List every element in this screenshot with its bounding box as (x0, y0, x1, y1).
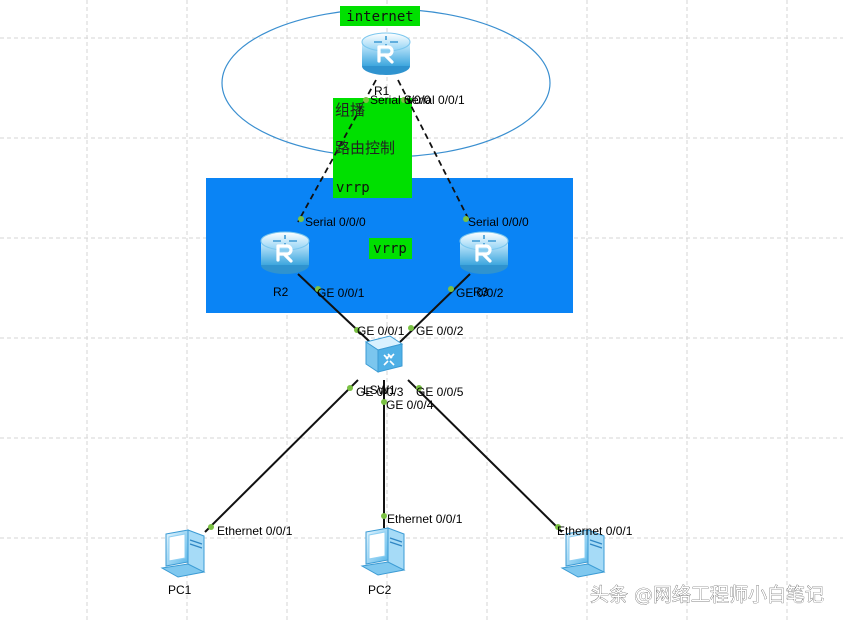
pc1-icon[interactable] (161, 529, 205, 578)
switch-lsw1-icon[interactable] (365, 335, 403, 373)
port-dot (354, 327, 360, 333)
sw-ge003-label: GE 0/0/3 (356, 385, 404, 399)
r3-serial-000-label: Serial 0/0/0 (468, 215, 529, 229)
port-dot (298, 216, 304, 222)
pc1-eth-label: Ethernet 0/0/1 (217, 524, 293, 538)
port-dot (381, 399, 387, 405)
switch-lsw1-name: LSW1 (363, 383, 396, 397)
multicast-label: 组播 (335, 101, 365, 119)
link-r1-r3[interactable] (397, 79, 471, 223)
link-lsw1-pc1[interactable] (204, 379, 359, 533)
r2-ge001-label: GE 0/0/1 (317, 286, 365, 300)
pc2-eth-label: Ethernet 0/0/1 (387, 512, 463, 526)
sw-ge001-label: GE 0/0/1 (357, 324, 405, 338)
sw-ge005-label: GE 0/0/5 (416, 385, 464, 399)
vrrp-zone-tag (369, 238, 412, 259)
port-dot (448, 286, 454, 292)
vrrp-panel-label: vrrp (336, 180, 370, 196)
internet-tag (340, 6, 420, 26)
router-r3-icon[interactable] (458, 230, 510, 275)
port-dot (401, 97, 407, 103)
pc3-eth-label: Ethernet 0/0/1 (557, 524, 633, 538)
port-dot (408, 325, 414, 331)
port-dot (463, 216, 469, 222)
watermark: 头条 @网络工程师小白笔记 (590, 584, 824, 606)
vrrp-zone-tag-text: vrrp (373, 241, 407, 257)
r3-ge002-label: GE 0/0/2 (456, 286, 504, 300)
router-r2-name: R2 (273, 285, 289, 299)
port-dot (381, 513, 387, 519)
r1-serial-001-label: Serial 0/0/1 (404, 93, 465, 107)
pc2-name: PC2 (368, 583, 392, 597)
link-lsw1-pc3[interactable] (407, 379, 563, 533)
r2-serial-000-label: Serial 0/0/0 (305, 215, 366, 229)
r1-serial-000-label: Serial 0/0/0 (370, 93, 431, 107)
router-r2-icon[interactable] (259, 230, 311, 275)
router-r1-name: R1 (374, 84, 390, 98)
port-dot (555, 524, 561, 530)
pc2-icon[interactable] (361, 527, 405, 576)
port-dots (208, 97, 561, 530)
port-dot (347, 385, 353, 391)
routing-control-label: 路由控制 (335, 139, 395, 157)
port-dot (208, 524, 214, 530)
router-r3-name: R3 (473, 285, 489, 299)
router-r1-icon[interactable] (360, 31, 412, 76)
link-r1-r2[interactable] (297, 79, 377, 223)
sw-ge002-label: GE 0/0/2 (416, 324, 464, 338)
port-dot (363, 97, 369, 103)
internet-tag-text: internet (346, 9, 413, 25)
label-panel (333, 98, 412, 198)
port-dot (315, 286, 321, 292)
sw-ge004-label: GE 0/0/4 (386, 398, 434, 412)
pc1-name: PC1 (168, 583, 192, 597)
port-dot (416, 385, 422, 391)
